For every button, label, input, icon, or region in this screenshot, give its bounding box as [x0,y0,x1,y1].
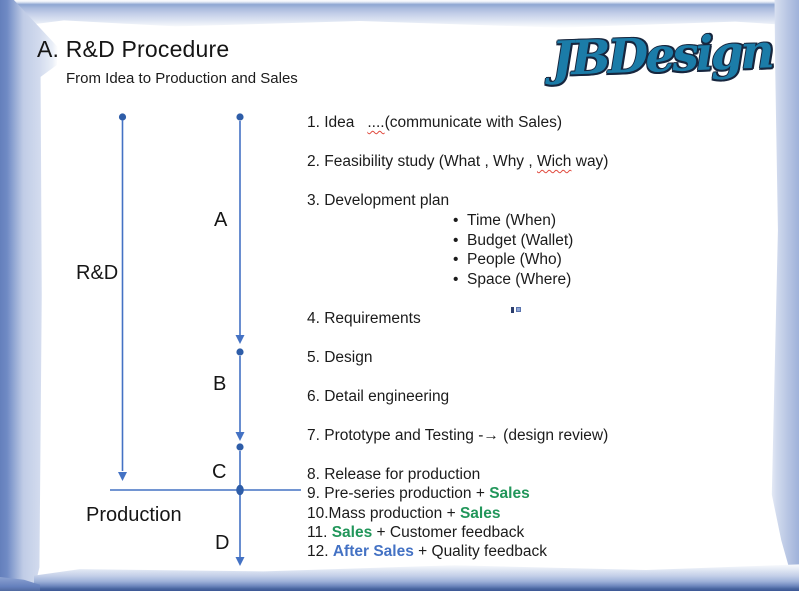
step-item: 3. Development plan [307,192,767,209]
bullet-dot: • [453,251,468,268]
step-text: 10.Mass production + [307,504,460,522]
green-highlight-text: Sales [459,504,501,522]
steps-list: 1. Idea ....(communicate with Sales) 2. F… [307,114,767,560]
step-item: 8. Release for production [307,466,767,483]
step-text: way) [571,153,609,170]
segment-b-start-dot [236,348,244,356]
frame-bottom-left-corner [0,577,40,591]
step-item: 6. Detail engineering [307,388,767,405]
frame-top-edge [0,0,799,29]
sub-bullet-item: • People (Who) [307,250,767,270]
step-text: 12. [307,543,333,561]
step-text: 5. Design [307,349,373,366]
phase-label-a: A [214,209,228,231]
step-text: 6. Detail engineering [307,388,450,405]
rnd-label: R&D [76,262,119,284]
misspelled-text: Wich [536,153,572,170]
step-item: 7. Prototype and Testing -→ (design revi… [307,427,767,444]
rnd-span-start-dot [118,113,127,121]
phase-label-b: B [213,373,227,395]
step-text: 9. Pre-series production + [307,485,490,503]
frame-left-edge [0,0,58,591]
frame-bottom-edge [34,564,799,591]
segment-a-start-dot [236,113,244,121]
step-item: 1. Idea ....(communicate with Sales) [307,114,767,131]
step-item: 9. Pre-series production + Sales [307,485,767,502]
step-item: 5. Design [307,349,767,366]
step-text: 4. Requirements [307,310,421,327]
misspelled-text: .... [367,114,385,131]
green-highlight-text: Sales [331,523,373,541]
segment-d-junction-dot [236,484,244,496]
production-label: Production [86,504,182,526]
sub-bullet-item: • Time (When) [307,211,767,231]
step-text: People (Who) [467,251,562,268]
segment-d-arrowhead [235,557,245,566]
sub-bullet-item: • Space (Where) [307,270,767,290]
bullet-dot: • [453,270,468,288]
step-text: + Quality feedback [413,543,547,561]
page-subtitle: From Idea to Production and Sales [66,70,298,87]
phase-label-d: D [215,532,230,554]
step-item: 10.Mass production + Sales [307,505,767,522]
segment-c-start-dot [236,443,244,451]
bullet-dot: • [453,212,468,229]
rnd-span-arrowhead [118,472,127,481]
segment-b-arrowhead [235,432,245,441]
step-text: (communicate with Sales) [384,114,563,131]
step-item: 2. Feasibility study (What , Why , Wich … [307,153,767,170]
bullet-dot: • [453,231,468,249]
step-text: 1. Idea [307,114,368,131]
stray-pixel-artifact [511,307,523,313]
sub-bullet-item: • Budget (Wallet) [307,231,767,251]
step-text: 11. [307,523,332,541]
step-item: 12. After Sales + Quality feedback [307,543,767,560]
page-title: A. R&D Procedure [37,36,230,62]
step-text: Time (When) [467,212,557,229]
step-text: 3. Development plan [307,192,450,209]
segment-a-arrowhead [235,335,245,344]
step-text: Space (Where) [467,270,572,288]
step-text: 8. Release for production [307,466,481,483]
step-text: 7. Prototype and Testing -→ (design revi… [307,427,609,444]
step-item: 11. Sales + Customer feedback [307,524,767,541]
blue-highlight-text: After Sales [332,543,414,561]
step-text: + Customer feedback [372,523,525,541]
step-item: 4. Requirements [307,310,767,327]
green-highlight-text: Sales [489,485,530,503]
phase-label-c: C [212,461,227,483]
step-text: Budget (Wallet) [467,231,574,249]
step-text: 2. Feasibility study (What , Why , [307,153,537,170]
jbdesign-logo: JBDesign [550,24,773,88]
